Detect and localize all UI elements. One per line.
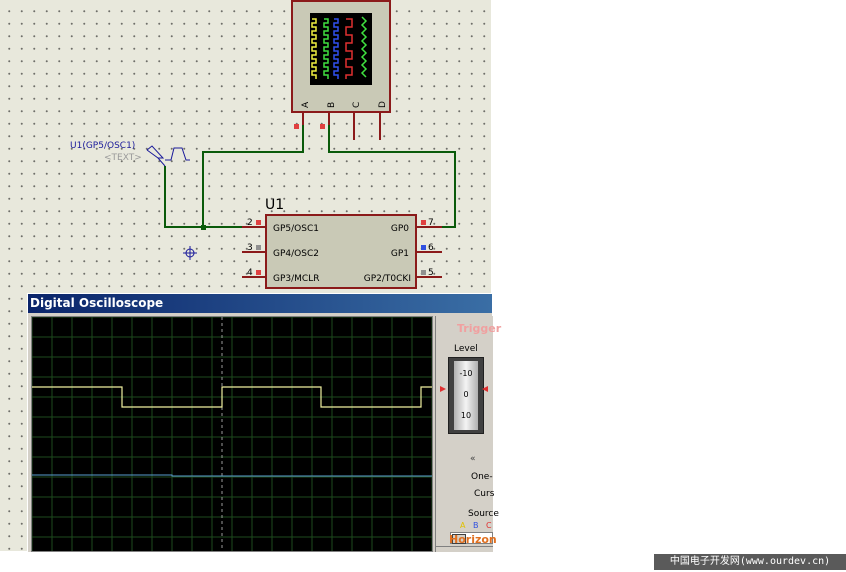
mcu-chip[interactable]: GP5/OSC1 GP4/OSC2 GP3/MCLR GP0 GP1 GP2/T… (265, 214, 417, 289)
source-channel-a[interactable]: A (460, 521, 466, 530)
cursor-label[interactable]: Curs (474, 489, 495, 499)
scope-pin-d-label: D (378, 101, 388, 108)
pin-state-high (421, 220, 426, 225)
level-tick: -10 (459, 369, 473, 378)
chip-pin-label: GP4/OSC2 (273, 249, 319, 259)
oscilloscope-trace-area (31, 316, 433, 551)
pin-state-float (421, 270, 426, 275)
level-tick: 0 (463, 390, 469, 399)
source-channel-c[interactable]: C (486, 521, 492, 530)
pin-state-high (256, 270, 261, 275)
probe-label[interactable]: U1(GP5/OSC1) (70, 141, 136, 151)
pin-number: 7 (428, 218, 434, 228)
level-tick: 10 (460, 411, 472, 420)
oscilloscope-component[interactable]: A B C D (291, 0, 391, 113)
trigger-label: Trigger (457, 322, 502, 335)
wires (146, 112, 456, 278)
channel-b-trace (32, 474, 432, 477)
pin-number: 6 (428, 243, 434, 253)
chip-pin-label: GP2/T0CKI (363, 274, 411, 284)
pin-state-low (421, 245, 426, 250)
horizontal-label: Horizon (449, 533, 497, 546)
scope-pin-c-label: C (352, 101, 362, 108)
level-pointer-icon (440, 386, 488, 392)
pin-marker (320, 124, 325, 129)
probe-text-placeholder: <TEXT> (104, 153, 142, 163)
level-knob[interactable]: -10 0 10 (448, 357, 484, 434)
pin-number: 5 (428, 268, 434, 278)
trigger-panel: Trigger Level -10 0 10 « One- Curs Sourc… (435, 316, 501, 553)
watermark: 中国电子开发网(www.ourdev.cn) (654, 554, 846, 570)
chip-pin-label: GP3/MCLR (273, 274, 320, 284)
ac-dc-marker: « (470, 454, 476, 464)
source-channel-b[interactable]: B (473, 521, 479, 530)
chip-pin-label: GP0 (390, 224, 409, 234)
source-label: Source (468, 509, 499, 519)
chip-name: U1 (265, 197, 285, 213)
source-slider-thumb[interactable] (452, 534, 466, 544)
chip-pin-label: GP5/OSC1 (273, 224, 319, 234)
pin-state-high (256, 220, 261, 225)
oscilloscope-icon-screen (310, 13, 372, 85)
waveform-icon (311, 16, 368, 79)
level-label: Level (454, 344, 478, 354)
pin-number: 4 (247, 268, 253, 278)
panel-divider (436, 546, 493, 553)
origin-crosshair-icon (183, 246, 197, 260)
oscilloscope-title[interactable]: Digital Oscilloscope (28, 294, 492, 313)
oscilloscope-display (31, 316, 433, 552)
pin-marker (294, 124, 299, 129)
pin-state-float (256, 245, 261, 250)
source-slider[interactable] (450, 532, 493, 544)
pin-number: 3 (247, 243, 253, 253)
level-knob-face: -10 0 10 (454, 361, 478, 430)
one-shot-label[interactable]: One- (471, 472, 493, 482)
pin-number: 2 (247, 218, 253, 228)
scope-pin-a-label: A (301, 101, 311, 108)
oscilloscope-window[interactable]: Digital Oscilloscope Trigger Level -10 0… (27, 293, 501, 553)
scope-pin-b-label: B (327, 101, 337, 108)
chip-pin-label: GP1 (390, 249, 409, 259)
channel-a-trace (32, 386, 432, 408)
